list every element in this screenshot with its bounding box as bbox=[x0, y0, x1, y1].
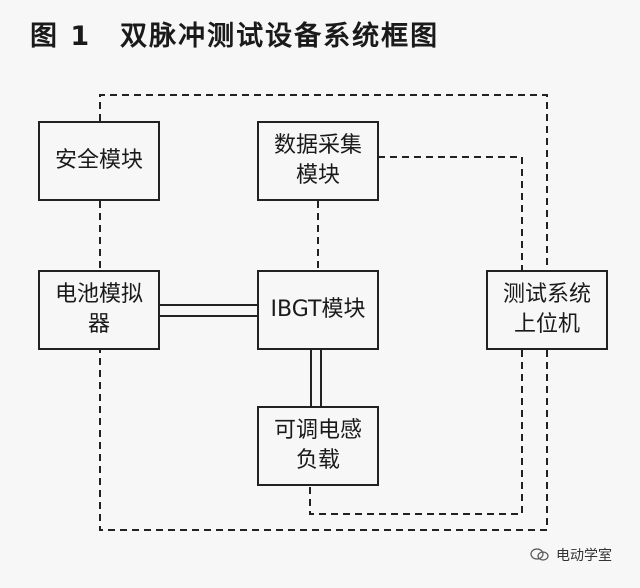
igbt-module-block: IBGT模块 bbox=[257, 270, 379, 350]
data-acquisition-block: 数据采集 模块 bbox=[257, 121, 379, 201]
dashed-link-host-battery bbox=[99, 350, 548, 531]
safety-module-block: 安全模块 bbox=[38, 121, 160, 201]
adjustable-inductor-load-block: 可调电感 负载 bbox=[257, 406, 379, 486]
watermark-text: 电动学室 bbox=[556, 548, 612, 564]
dashed-link-load-host bbox=[309, 350, 523, 515]
dashed-link-safety-host bbox=[99, 94, 548, 270]
wechat-icon bbox=[530, 548, 549, 561]
battery-simulator-block: 电池模拟 器 bbox=[38, 270, 160, 350]
watermark: 电动学室 bbox=[530, 545, 612, 565]
figure-title: 图 1 双脉冲测试设备系统框图 bbox=[30, 21, 440, 52]
dashed-link-data-host bbox=[378, 156, 523, 270]
host-computer-block: 测试系统 上位机 bbox=[486, 270, 608, 350]
